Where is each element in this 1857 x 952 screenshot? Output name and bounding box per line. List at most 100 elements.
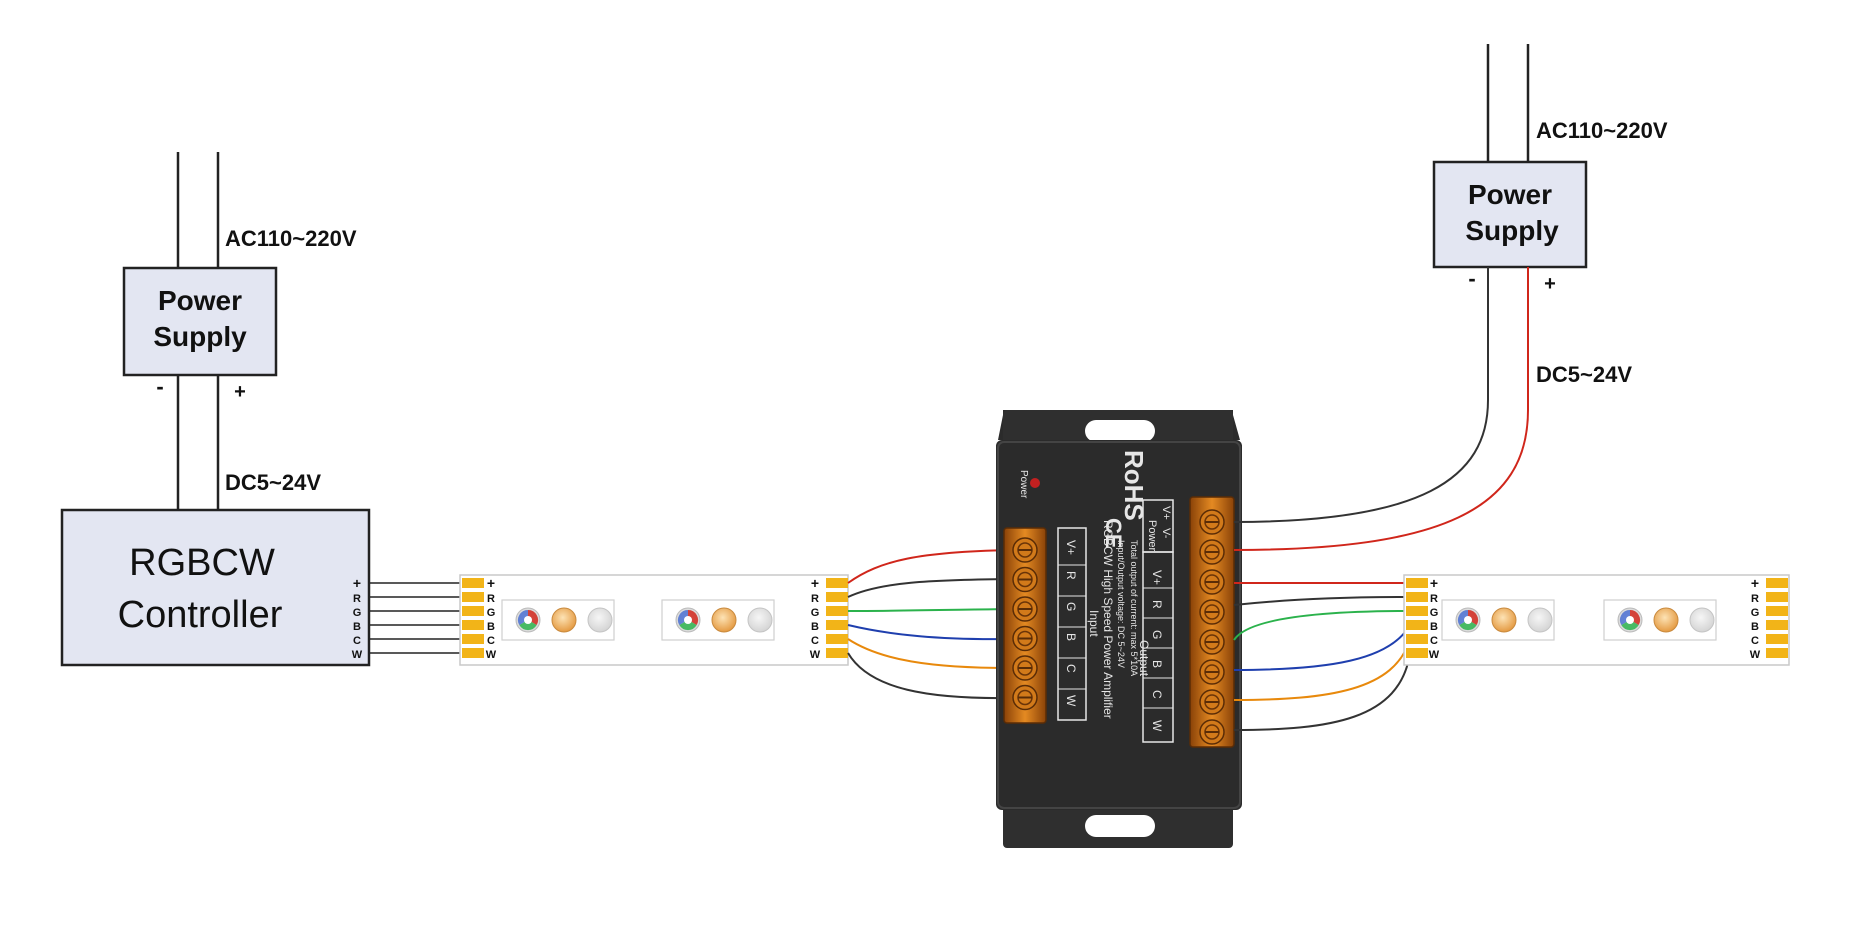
output-header: Output	[1137, 640, 1151, 677]
solder-pad	[462, 634, 484, 644]
ce-mark: CE	[1101, 518, 1126, 549]
led-chip-outline	[1441, 599, 1555, 641]
right-dc-label: DC5~24V	[1536, 362, 1632, 387]
rgb-led-center	[684, 616, 692, 624]
warm-white-led-icon	[1491, 607, 1517, 633]
power-header: Power	[1146, 520, 1158, 552]
solder-pad	[462, 606, 484, 616]
controller-pin-label: G	[353, 607, 362, 619]
rgb-led-center	[1464, 616, 1472, 624]
input-pin-labels: V+RGBCW	[1058, 540, 1086, 707]
power-pin-label: V-	[1160, 528, 1172, 539]
output-wire-w	[1233, 652, 1411, 731]
input-wire-r	[847, 578, 1011, 598]
controller-pin-label: +	[353, 575, 361, 591]
controller-pin-label: R	[353, 593, 361, 605]
input-wire-b	[847, 624, 1011, 641]
output-pin-label: R	[1150, 600, 1164, 609]
strip-pin-label: W	[486, 649, 497, 661]
power-led-label: Power	[1018, 470, 1029, 499]
strip-pin-label: +	[811, 575, 819, 591]
controller-pin-label: W	[352, 649, 363, 661]
strip-pin-label: B	[1751, 621, 1759, 633]
power-pin-label: V+	[1160, 506, 1172, 520]
strip-pin-label: B	[811, 621, 819, 633]
strip-pin-label: W	[810, 649, 821, 661]
rohs-mark: RoHS	[1119, 450, 1149, 521]
left-plus-label: +	[234, 381, 246, 403]
left-strip-leds	[501, 599, 775, 641]
solder-pad	[826, 592, 848, 602]
led-chip-outline	[501, 599, 615, 641]
input-pin-label: C	[1064, 664, 1078, 673]
controller-title-2: Controller	[118, 594, 283, 636]
strip-pin-label: G	[811, 607, 820, 619]
left-strip-pads-end: + RGBCW	[810, 575, 848, 661]
amplifier-bottom-slot	[1085, 815, 1155, 837]
solder-pad	[1766, 634, 1788, 644]
strip-pin-label: R	[811, 593, 819, 605]
solder-pad	[1766, 578, 1788, 588]
led-chip-outline	[1603, 599, 1717, 641]
warm-white-led-icon	[1653, 607, 1679, 633]
output-wire-g	[1233, 610, 1411, 641]
amplifier-body-edge	[997, 441, 1241, 809]
input-pin-label: V+	[1064, 540, 1078, 555]
solder-pad	[462, 592, 484, 602]
right-ac-label: AC110~220V	[1536, 118, 1668, 143]
input-wire-w	[847, 652, 1011, 700]
input-wire-g	[847, 608, 1011, 612]
controller-pin-label: B	[353, 621, 361, 633]
strip-pin-label: W	[1429, 649, 1440, 661]
controller-pin-label: C	[353, 635, 361, 647]
solder-pad	[1406, 620, 1428, 630]
strip-pin-label: B	[1430, 621, 1438, 633]
solder-pad	[826, 634, 848, 644]
right-minus-label: -	[1468, 266, 1475, 291]
strip-pin-label: C	[487, 635, 495, 647]
strip-pin-label: +	[1751, 575, 1759, 591]
strip-pin-label: G	[1751, 607, 1760, 619]
rgb-led-green	[519, 620, 537, 631]
right-strip-pads-start: +RGBCW	[1406, 575, 1440, 661]
strip-pin-label: C	[1751, 635, 1759, 647]
input-pin-label: W	[1064, 695, 1078, 707]
cool-white-led-icon	[1527, 607, 1553, 633]
right-power-supply-title-1: Power	[1468, 179, 1552, 210]
warm-white-led-icon	[711, 607, 737, 633]
controller-pin-labels: + RGBCW	[352, 575, 363, 661]
left-power-supply-group: AC110~220V Power Supply - + DC5~24V	[122, 152, 357, 510]
strip-pin-label: C	[1430, 635, 1438, 647]
spec-line-1: Input/Output voltage: DC 5~24V	[1116, 540, 1126, 668]
input-pin-label: G	[1064, 602, 1078, 611]
controller-title-1: RGBCW	[129, 542, 275, 584]
amplifier-top-slot	[1085, 420, 1155, 442]
right-power-supply-box	[1432, 160, 1588, 269]
input-wire-plus	[847, 549, 1011, 584]
left-power-supply-box	[122, 266, 278, 377]
strip-pin-label: G	[1430, 607, 1439, 619]
right-led-strip: +RGBCW +RGBCW	[1403, 574, 1790, 666]
solder-pad	[462, 648, 484, 658]
rgb-led-green	[1621, 620, 1639, 631]
output-pin-label: G	[1150, 630, 1164, 639]
solder-pad	[1406, 634, 1428, 644]
output-pin-label: B	[1150, 660, 1164, 668]
warm-white-led-icon	[551, 607, 577, 633]
right-plus-label: +	[1544, 273, 1556, 295]
output-pin-label: V+	[1150, 570, 1164, 585]
solder-pad	[1766, 606, 1788, 616]
solder-pad	[826, 578, 848, 588]
rgb-led-center	[1626, 616, 1634, 624]
strip-pin-label: C	[811, 635, 819, 647]
amplifier: Power CE RoHS V+RGBCW Input RGBCW High S…	[996, 410, 1242, 848]
strip-pin-label: R	[487, 593, 495, 605]
strip-pin-label: R	[1430, 593, 1438, 605]
strip-pin-label: G	[487, 607, 496, 619]
input-label-table	[1057, 527, 1087, 721]
cool-white-led-icon	[747, 607, 773, 633]
left-led-strip: +RGBCW +RGBCW	[459, 574, 849, 666]
solder-pad	[1406, 592, 1428, 602]
solder-pad	[1406, 606, 1428, 616]
